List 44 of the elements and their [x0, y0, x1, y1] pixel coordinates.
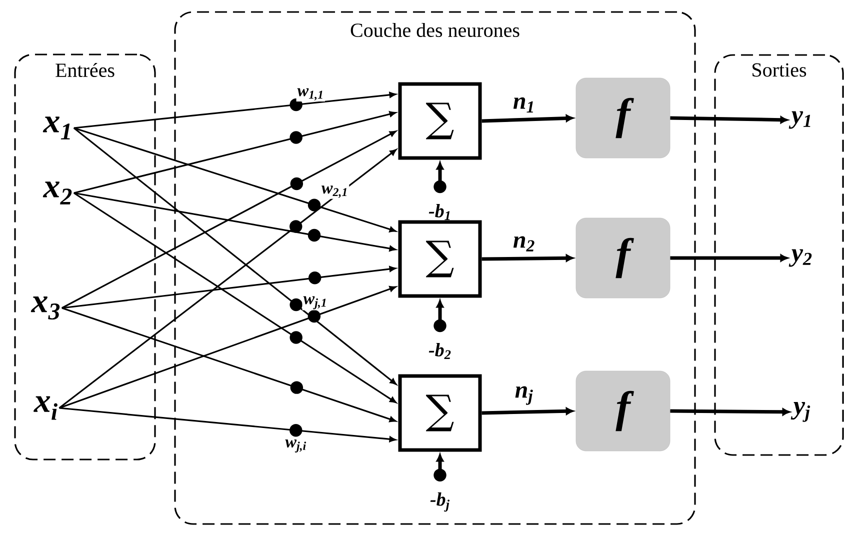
activation-box: f	[576, 78, 670, 158]
weighted-connection	[74, 127, 396, 232]
bias-arrow	[434, 162, 446, 194]
output-label: y$_{2}$	[788, 249, 812, 267]
bias-arrow	[434, 454, 446, 482]
weighted-connection	[62, 130, 396, 309]
weighted-connection	[59, 407, 396, 442]
edge-label: n$_{1}$	[512, 96, 536, 114]
weighted-connection	[73, 127, 397, 385]
arrow	[482, 408, 574, 415]
edge-label: n$_{2}$	[512, 235, 536, 252]
edge-label: n$_{j}$	[514, 385, 534, 406]
arrow	[670, 408, 790, 416]
bias-label: -b$_{1}$	[428, 204, 450, 220]
weighted-connection	[62, 307, 396, 422]
output-label: y$_{1}$	[788, 111, 810, 129]
input-label: x$_{1}$	[42, 116, 70, 140]
bias-arrow	[434, 300, 446, 332]
weighted-connection	[74, 192, 396, 252]
activation-box: f	[576, 370, 670, 452]
bias-label: -b$_{2}$	[428, 342, 451, 359]
edge-label: w$_{2,1}$	[320, 184, 350, 199]
edge-label: w$_{j,1}$	[302, 295, 328, 310]
output-label: y$_{j}$	[790, 402, 810, 422]
summation-box: ∑	[398, 374, 482, 452]
arrow	[670, 116, 788, 124]
summation-box: ∑	[398, 82, 482, 160]
weighted-connection	[59, 286, 396, 409]
weighted-connection	[74, 111, 396, 194]
weighted-connection	[73, 192, 396, 404]
input-label: x$_{i}$	[34, 396, 58, 420]
weighted-connection	[74, 92, 396, 129]
summation-box: ∑	[398, 220, 482, 298]
input-label: x$_{2}$	[42, 182, 72, 204]
activation-box: f	[576, 218, 670, 298]
bias-label: -b$_{j}$	[430, 492, 450, 512]
weighted-connection	[58, 149, 397, 409]
edge-label: w$_{1,1}$	[296, 87, 325, 102]
weighted-connection	[62, 266, 396, 309]
input-label: x$_{3}$	[30, 296, 60, 320]
arrow	[482, 114, 574, 123]
edge-label: w$_{j,i}$	[284, 438, 308, 454]
arrow	[670, 254, 788, 262]
arrow	[482, 254, 574, 262]
